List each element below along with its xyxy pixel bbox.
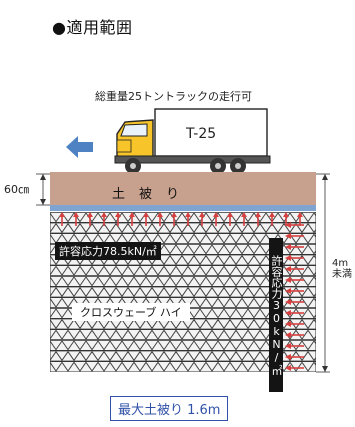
vertical-load-arrowhead [143, 212, 149, 217]
height-dimension [316, 173, 330, 373]
vertical-load-arrowhead [73, 212, 79, 217]
vertical-stress-label: 許容応力30kN/㎡ [269, 238, 283, 392]
vertical-load-arrowhead [241, 212, 247, 217]
section-title: ●適用範囲 [52, 18, 133, 37]
vertical-load-arrowhead [227, 212, 233, 217]
vertical-load-arrowhead [59, 212, 65, 217]
horizontal-load-arrowhead [285, 277, 291, 283]
truck-illustration [114, 108, 271, 174]
soil-layer [50, 172, 316, 205]
horizontal-load-arrowhead [285, 332, 291, 338]
horizontal-load-arrowhead [285, 321, 291, 327]
load-arrows [59, 212, 304, 371]
horizontal-load-arrowhead [285, 343, 291, 349]
vertical-load-arrowhead [171, 212, 177, 217]
horizontal-load-arrowhead [285, 244, 291, 250]
cover-depth-dimension [36, 173, 50, 206]
vertical-load-arrowhead [213, 212, 219, 217]
horizontal-load-arrowhead [285, 222, 291, 228]
vertical-load-arrowhead [101, 212, 107, 217]
height-limit-note: 未満 [332, 269, 352, 280]
vertical-load-arrowhead [157, 212, 163, 217]
horizontal-load-arrowhead [285, 288, 291, 294]
max-cover-badge: 最大土被り 1.6m [110, 396, 229, 421]
vertical-load-arrowhead [283, 212, 289, 217]
vertical-load-arrowhead [255, 212, 261, 217]
horizontal-load-arrowhead [285, 310, 291, 316]
blue-band [50, 205, 316, 211]
horizontal-load-arrowhead [285, 255, 291, 261]
direction-arrow [66, 136, 93, 158]
vertical-load-arrowhead [87, 212, 93, 217]
horizontal-load-arrowhead [285, 266, 291, 272]
horizontal-load-arrowhead [285, 354, 291, 360]
vertical-load-arrowhead [199, 212, 205, 217]
horizontal-load-arrowhead [285, 365, 291, 371]
horizontal-load-arrowhead [285, 233, 291, 239]
vertical-load-arrowhead [297, 212, 303, 217]
height-limit-label: 4m 未満 [332, 258, 352, 280]
cover-depth-label: 60㎝ [4, 183, 29, 196]
vertical-load-arrowhead [129, 212, 135, 217]
vertical-load-arrowhead [185, 212, 191, 217]
vertical-load-arrowhead [269, 212, 275, 217]
vertical-load-arrowhead [115, 212, 121, 217]
height-limit-value: 4m [332, 258, 349, 269]
truck-label: T-25 [185, 126, 216, 142]
truck-caption: 総重量25トントラックの走行可 [95, 90, 252, 103]
horizontal-stress-label: 許容応力78.5kN/㎡ [55, 242, 161, 260]
horizontal-load-arrowhead [285, 299, 291, 305]
soil-label: 土被り [112, 187, 194, 202]
product-name-label: クロスウェーブ ハイ [72, 303, 190, 321]
